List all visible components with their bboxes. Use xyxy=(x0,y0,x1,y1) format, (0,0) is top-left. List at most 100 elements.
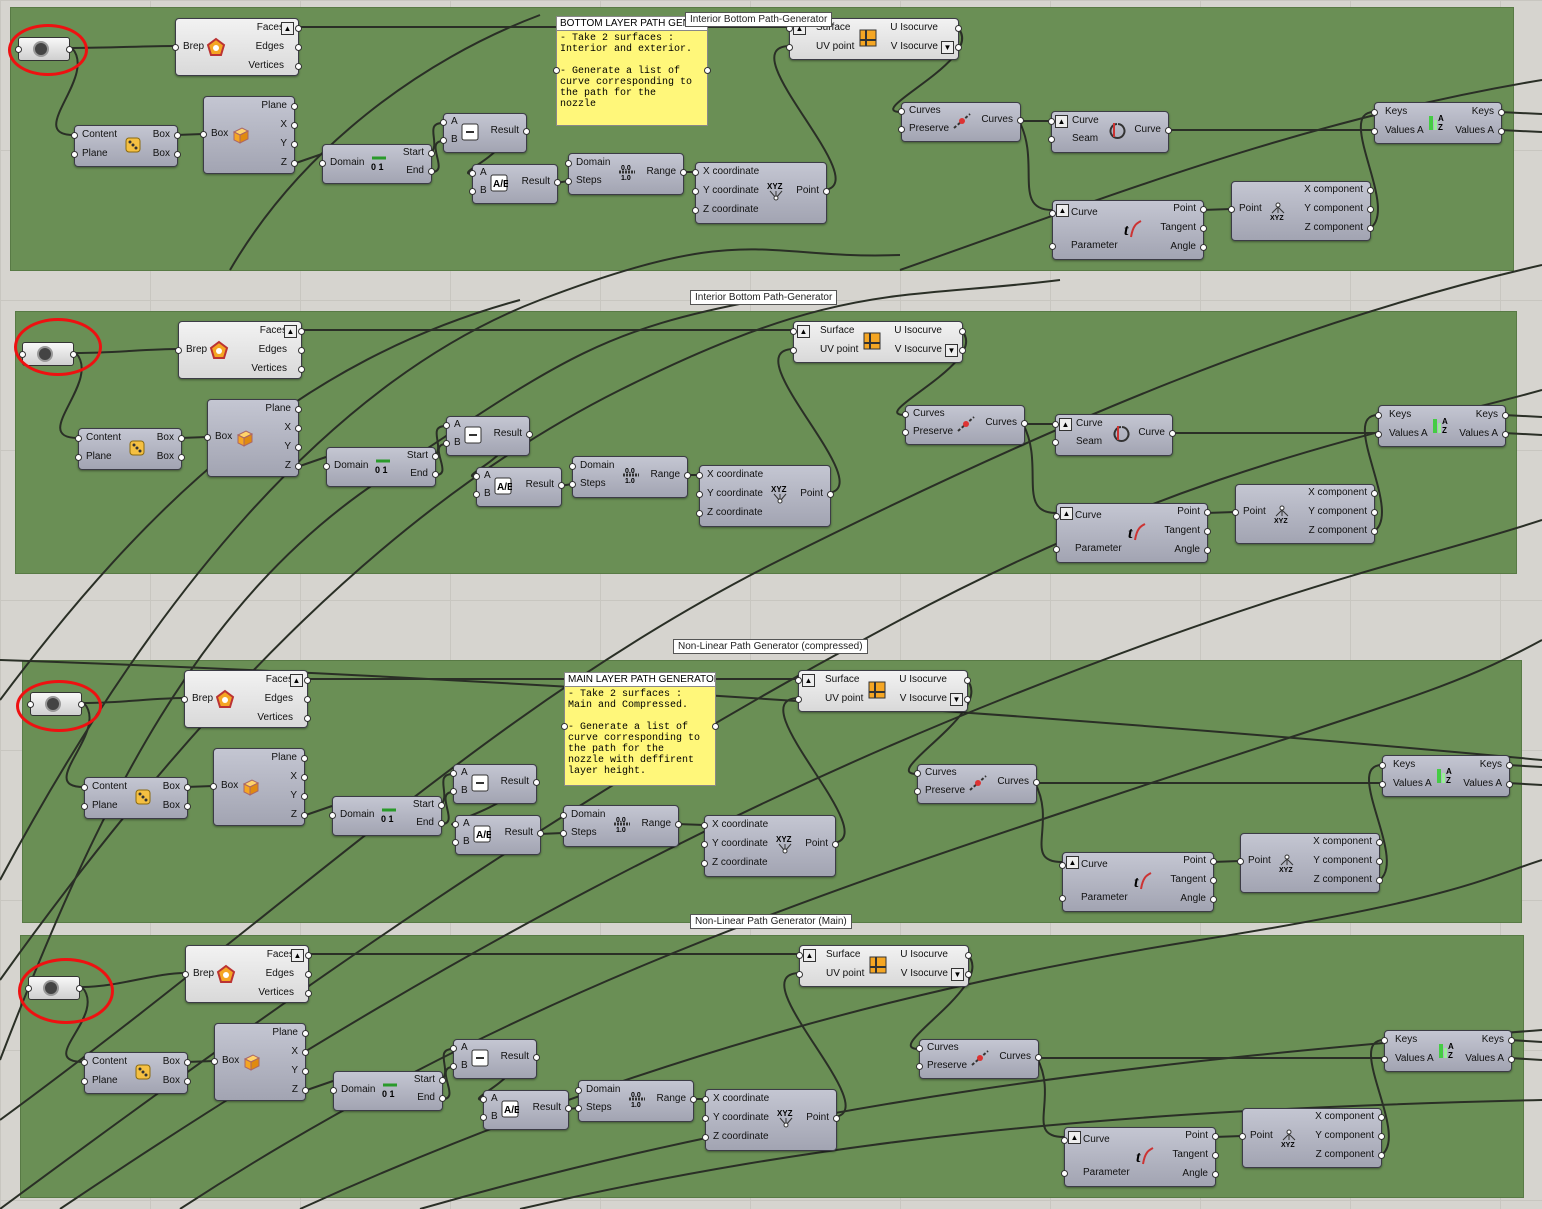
output-port[interactable] xyxy=(1498,128,1505,135)
input-port[interactable] xyxy=(181,696,188,703)
output-port[interactable] xyxy=(291,103,298,110)
output-port[interactable] xyxy=(1371,509,1378,516)
input-port[interactable] xyxy=(692,169,699,176)
output-port[interactable] xyxy=(833,1115,840,1122)
output-port[interactable] xyxy=(523,128,530,135)
output-port[interactable] xyxy=(439,1077,446,1084)
output-port[interactable] xyxy=(302,1030,309,1037)
output-port[interactable] xyxy=(174,132,181,139)
output-port[interactable] xyxy=(438,802,445,809)
input-port[interactable] xyxy=(1381,1056,1388,1063)
group-label[interactable]: Interior Bottom Path-Generator xyxy=(690,290,838,305)
output-port[interactable] xyxy=(178,435,185,442)
input-port[interactable] xyxy=(452,839,459,846)
expand-button[interactable]: ▲ xyxy=(1060,507,1073,520)
output-port[interactable] xyxy=(1371,490,1378,497)
output-port[interactable] xyxy=(684,472,691,479)
output-port[interactable] xyxy=(295,44,302,51)
output-port[interactable] xyxy=(823,188,830,195)
input-port[interactable] xyxy=(560,812,567,819)
input-port[interactable] xyxy=(561,723,568,730)
note-panel[interactable]: MAIN LAYER PATH GENERATOR- Take 2 surfac… xyxy=(561,672,719,786)
output-port[interactable] xyxy=(305,971,312,978)
output-port[interactable] xyxy=(1204,528,1211,535)
output-port[interactable] xyxy=(298,366,305,373)
output-port[interactable] xyxy=(1508,1056,1515,1063)
output-port[interactable] xyxy=(1035,1054,1042,1061)
output-port[interactable] xyxy=(295,463,302,470)
input-port[interactable] xyxy=(200,131,207,138)
output-port[interactable] xyxy=(295,406,302,413)
input-port[interactable] xyxy=(575,1105,582,1112)
output-port[interactable] xyxy=(1204,547,1211,554)
output-port[interactable] xyxy=(295,444,302,451)
output-port[interactable] xyxy=(533,779,540,786)
input-port[interactable] xyxy=(81,803,88,810)
expand-button[interactable]: ▲ xyxy=(1055,115,1068,128)
input-port[interactable] xyxy=(75,454,82,461)
output-port[interactable] xyxy=(1506,762,1513,769)
input-port[interactable] xyxy=(702,1115,709,1122)
output-port[interactable] xyxy=(533,1054,540,1061)
input-port[interactable] xyxy=(796,952,803,959)
input-port[interactable] xyxy=(902,429,909,436)
output-port[interactable] xyxy=(1212,1133,1219,1140)
output-port[interactable] xyxy=(964,677,971,684)
input-port[interactable] xyxy=(702,1134,709,1141)
output-port[interactable] xyxy=(964,696,971,703)
collapse-button[interactable]: ▼ xyxy=(941,41,954,54)
input-port[interactable] xyxy=(916,1045,923,1052)
output-port[interactable] xyxy=(1210,858,1217,865)
input-port[interactable] xyxy=(560,830,567,837)
input-port[interactable] xyxy=(796,971,803,978)
output-port[interactable] xyxy=(1367,225,1374,232)
expand-button[interactable]: ▲ xyxy=(802,674,815,687)
input-port[interactable] xyxy=(575,1087,582,1094)
input-port[interactable] xyxy=(696,510,703,517)
input-port[interactable] xyxy=(1381,1037,1388,1044)
output-port[interactable] xyxy=(526,431,533,438)
input-port[interactable] xyxy=(696,491,703,498)
input-port[interactable] xyxy=(790,347,797,354)
input-port[interactable] xyxy=(172,44,179,51)
input-port[interactable] xyxy=(790,328,797,335)
input-port[interactable] xyxy=(916,1063,923,1070)
output-port[interactable] xyxy=(301,774,308,781)
input-port[interactable] xyxy=(1052,421,1059,428)
input-port[interactable] xyxy=(182,971,189,978)
output-port[interactable] xyxy=(1376,877,1383,884)
input-port[interactable] xyxy=(81,784,88,791)
output-port[interactable] xyxy=(291,122,298,129)
group-label[interactable]: Non-Linear Path Generator (compressed) xyxy=(673,639,868,654)
input-port[interactable] xyxy=(443,422,450,429)
input-port[interactable] xyxy=(701,860,708,867)
output-port[interactable] xyxy=(1367,187,1374,194)
output-port[interactable] xyxy=(301,755,308,762)
output-port[interactable] xyxy=(178,454,185,461)
output-port[interactable] xyxy=(428,168,435,175)
input-port[interactable] xyxy=(914,770,921,777)
input-port[interactable] xyxy=(450,788,457,795)
input-port[interactable] xyxy=(1379,762,1386,769)
